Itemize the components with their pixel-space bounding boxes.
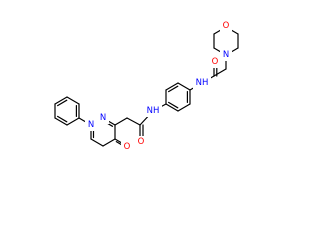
phenyl-ring <box>54 96 92 126</box>
atom-ring-n1: N <box>85 119 97 131</box>
atom-amide2-oxygen: O <box>209 56 221 68</box>
oxygen-label: O <box>223 21 230 31</box>
atom-amide2-nh: NH <box>193 77 211 89</box>
oxygen-label: O <box>124 142 131 152</box>
atom-morpholine-oxygen: O <box>220 20 232 32</box>
phenylene-ring <box>165 82 191 112</box>
nitrogen-label: N <box>88 120 94 130</box>
molecule-diagram: O N O NH NH O N N O <box>54 20 239 153</box>
nitrogen-label: N <box>100 113 106 123</box>
atom-keto-oxygen: O <box>121 141 133 153</box>
nitrogen-label: N <box>223 50 229 60</box>
atom-amide1-nh: NH <box>144 105 162 117</box>
atom-ring-n2: N <box>97 112 109 124</box>
nh-label: NH <box>196 78 209 88</box>
oxygen-label: O <box>138 137 145 147</box>
nh-label: NH <box>147 106 160 116</box>
molecule-svg: O N O NH NH O N N O <box>54 20 239 153</box>
oxygen-label: O <box>212 57 219 67</box>
atom-morpholine-nitrogen: N <box>220 49 232 61</box>
atom-amide1-oxygen: O <box>135 136 147 148</box>
